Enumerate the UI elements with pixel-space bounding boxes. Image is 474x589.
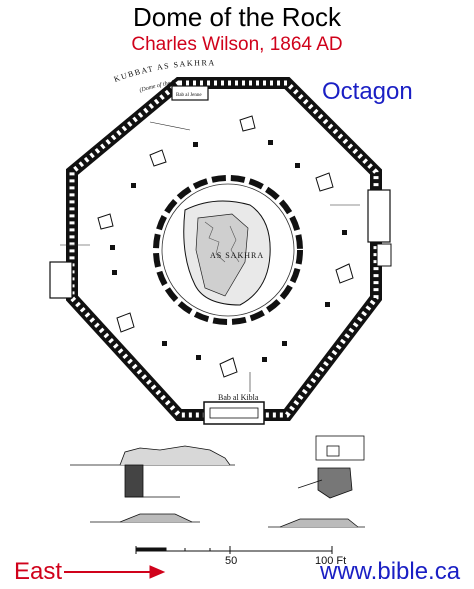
south-gate-porch (203, 401, 265, 425)
outer-arcade-columns (110, 140, 347, 362)
octagon-label: Octagon (322, 78, 413, 105)
scale-50-label: 50 (225, 555, 238, 567)
direction-label: East (14, 558, 63, 585)
outer-arcade-piers (97, 115, 354, 378)
rock-label: AS SAKHRA (210, 251, 264, 260)
scale-100-label: 100 Ft (315, 555, 347, 567)
west-gate-porch (49, 261, 73, 299)
north-gate-label: Bab al Jenne (176, 93, 202, 98)
inner-drum-ring (153, 175, 303, 325)
page-title: Dome of the Rock (132, 2, 342, 32)
north-gate-porch (171, 85, 209, 101)
section-drawings (70, 435, 365, 528)
website-link[interactable]: www.bible.ca (320, 558, 461, 585)
east-gate-porch (367, 189, 391, 243)
south-gate-label: Bab al Kibla (218, 393, 259, 402)
east-arrow (64, 565, 166, 579)
scale-bar (135, 546, 333, 554)
page-subtitle: Charles Wilson, 1864 AD (131, 34, 343, 55)
